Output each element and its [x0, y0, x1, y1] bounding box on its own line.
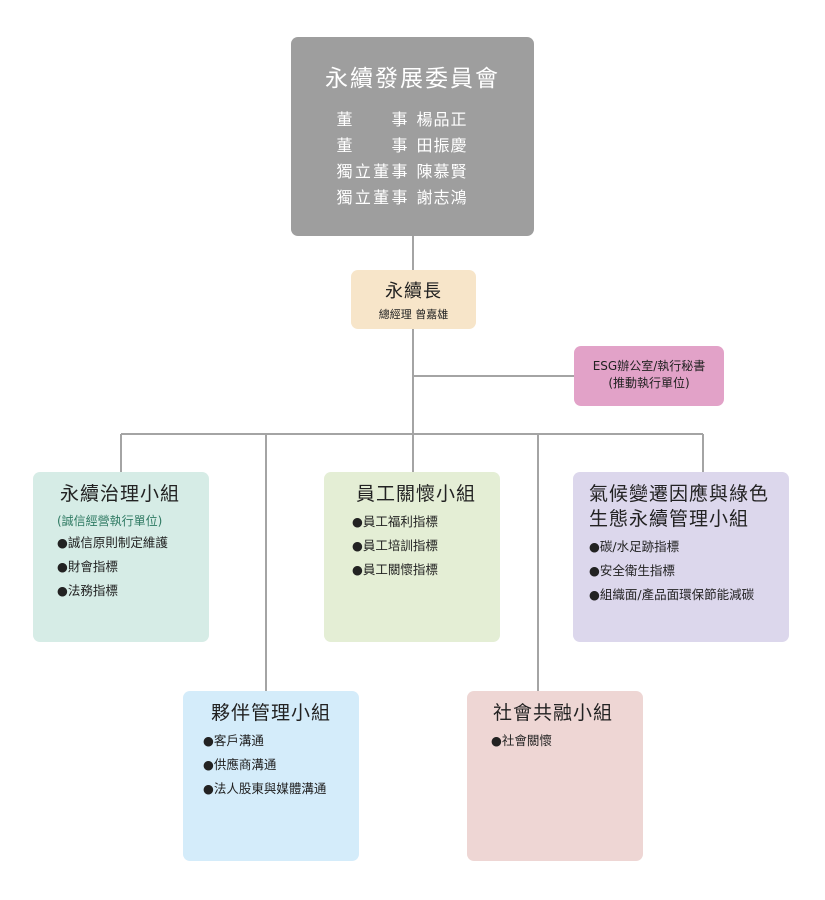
partner-item-list: ●客戶溝通 ●供應商溝通 ●法人股東與媒體溝通	[203, 729, 359, 801]
list-item: ●安全衛生指標	[589, 563, 675, 578]
social-item-list: ●社會關懷	[491, 729, 643, 753]
committee-member-list: 董事 楊品正 董事 田振慶 獨立董事 陳慕賢 獨立董事 謝志鴻	[291, 107, 534, 211]
committee-member: 董事 楊品正	[337, 107, 489, 133]
social-group-box: 社會共融小組 ●社會關懷	[467, 691, 643, 861]
governance-item-list: ●誠信原則制定維護 ●財會指標 ●法務指標	[57, 531, 209, 603]
list-item: ●誠信原則制定維護	[57, 535, 168, 550]
list-item: ●碳/水足跡指標	[589, 539, 680, 554]
list-item: ●客戶溝通	[203, 733, 264, 748]
committee-title: 永續發展委員會	[325, 66, 500, 92]
governance-group-box: 永續治理小組 (誠信經營執行單位) ●誠信原則制定維護 ●財會指標 ●法務指標	[33, 472, 209, 642]
governance-group-title: 永續治理小組	[60, 483, 181, 505]
member-name: 陳慕賢	[416, 162, 468, 181]
cso-title: 永續長	[385, 281, 442, 302]
list-item: ●員工培訓指標	[352, 538, 438, 553]
list-item: ●財會指標	[57, 559, 118, 574]
cso-subtitle: 總經理 曾嘉雄	[378, 308, 449, 321]
member-name: 謝志鴻	[416, 188, 468, 207]
list-item: ●供應商溝通	[203, 757, 277, 772]
member-role: 董事	[336, 110, 409, 129]
climate-group-title: 氣候變遷因應與綠色 生態永續管理小組	[589, 482, 789, 532]
staff-group-title: 員工關懷小組	[356, 483, 477, 505]
esg-office-subtitle: (推動執行單位)	[608, 376, 690, 390]
partner-group-box: 夥伴管理小組 ●客戶溝通 ●供應商溝通 ●法人股東與媒體溝通	[183, 691, 359, 861]
social-group-title: 社會共融小組	[493, 702, 614, 724]
cso-box: 永續長 總經理 曾嘉雄	[351, 270, 476, 329]
committee-member: 獨立董事 謝志鴻	[337, 185, 489, 211]
committee-member: 董事 田振慶	[337, 133, 489, 159]
climate-group-title-line: 生態永續管理小組	[589, 508, 750, 530]
climate-group-title-line: 氣候變遷因應與綠色	[589, 483, 770, 505]
committee-member: 獨立董事 陳慕賢	[337, 159, 489, 185]
esg-office-title: ESG辦公室/執行秘書	[592, 359, 706, 373]
esg-office-box: ESG辦公室/執行秘書 (推動執行單位)	[574, 346, 724, 406]
committee-box: 永續發展委員會 董事 楊品正 董事 田振慶 獨立董事 陳慕賢 獨立董事 謝志鴻	[291, 37, 534, 236]
climate-item-list: ●碳/水足跡指標 ●安全衛生指標 ●組織面/產品面環保節能減碳	[589, 535, 789, 607]
list-item: ●社會關懷	[491, 733, 552, 748]
climate-group-box: 氣候變遷因應與綠色 生態永續管理小組 ●碳/水足跡指標 ●安全衛生指標 ●組織面…	[573, 472, 789, 642]
member-name: 楊品正	[416, 110, 468, 129]
staff-item-list: ●員工福利指標 ●員工培訓指標 ●員工關懷指標	[352, 510, 500, 582]
list-item: ●組織面/產品面環保節能減碳	[589, 587, 755, 602]
staff-group-box: 員工關懷小組 ●員工福利指標 ●員工培訓指標 ●員工關懷指標	[324, 472, 500, 642]
list-item: ●法人股東與媒體溝通	[203, 781, 327, 796]
partner-group-title: 夥伴管理小組	[211, 702, 332, 724]
list-item: ●法務指標	[57, 583, 118, 598]
member-role: 獨立董事	[336, 162, 409, 181]
governance-group-note: (誠信經營執行單位)	[57, 514, 163, 528]
member-name: 田振慶	[416, 136, 468, 155]
list-item: ●員工關懷指標	[352, 562, 438, 577]
member-role: 獨立董事	[336, 188, 409, 207]
member-role: 董事	[336, 136, 409, 155]
list-item: ●員工福利指標	[352, 514, 438, 529]
